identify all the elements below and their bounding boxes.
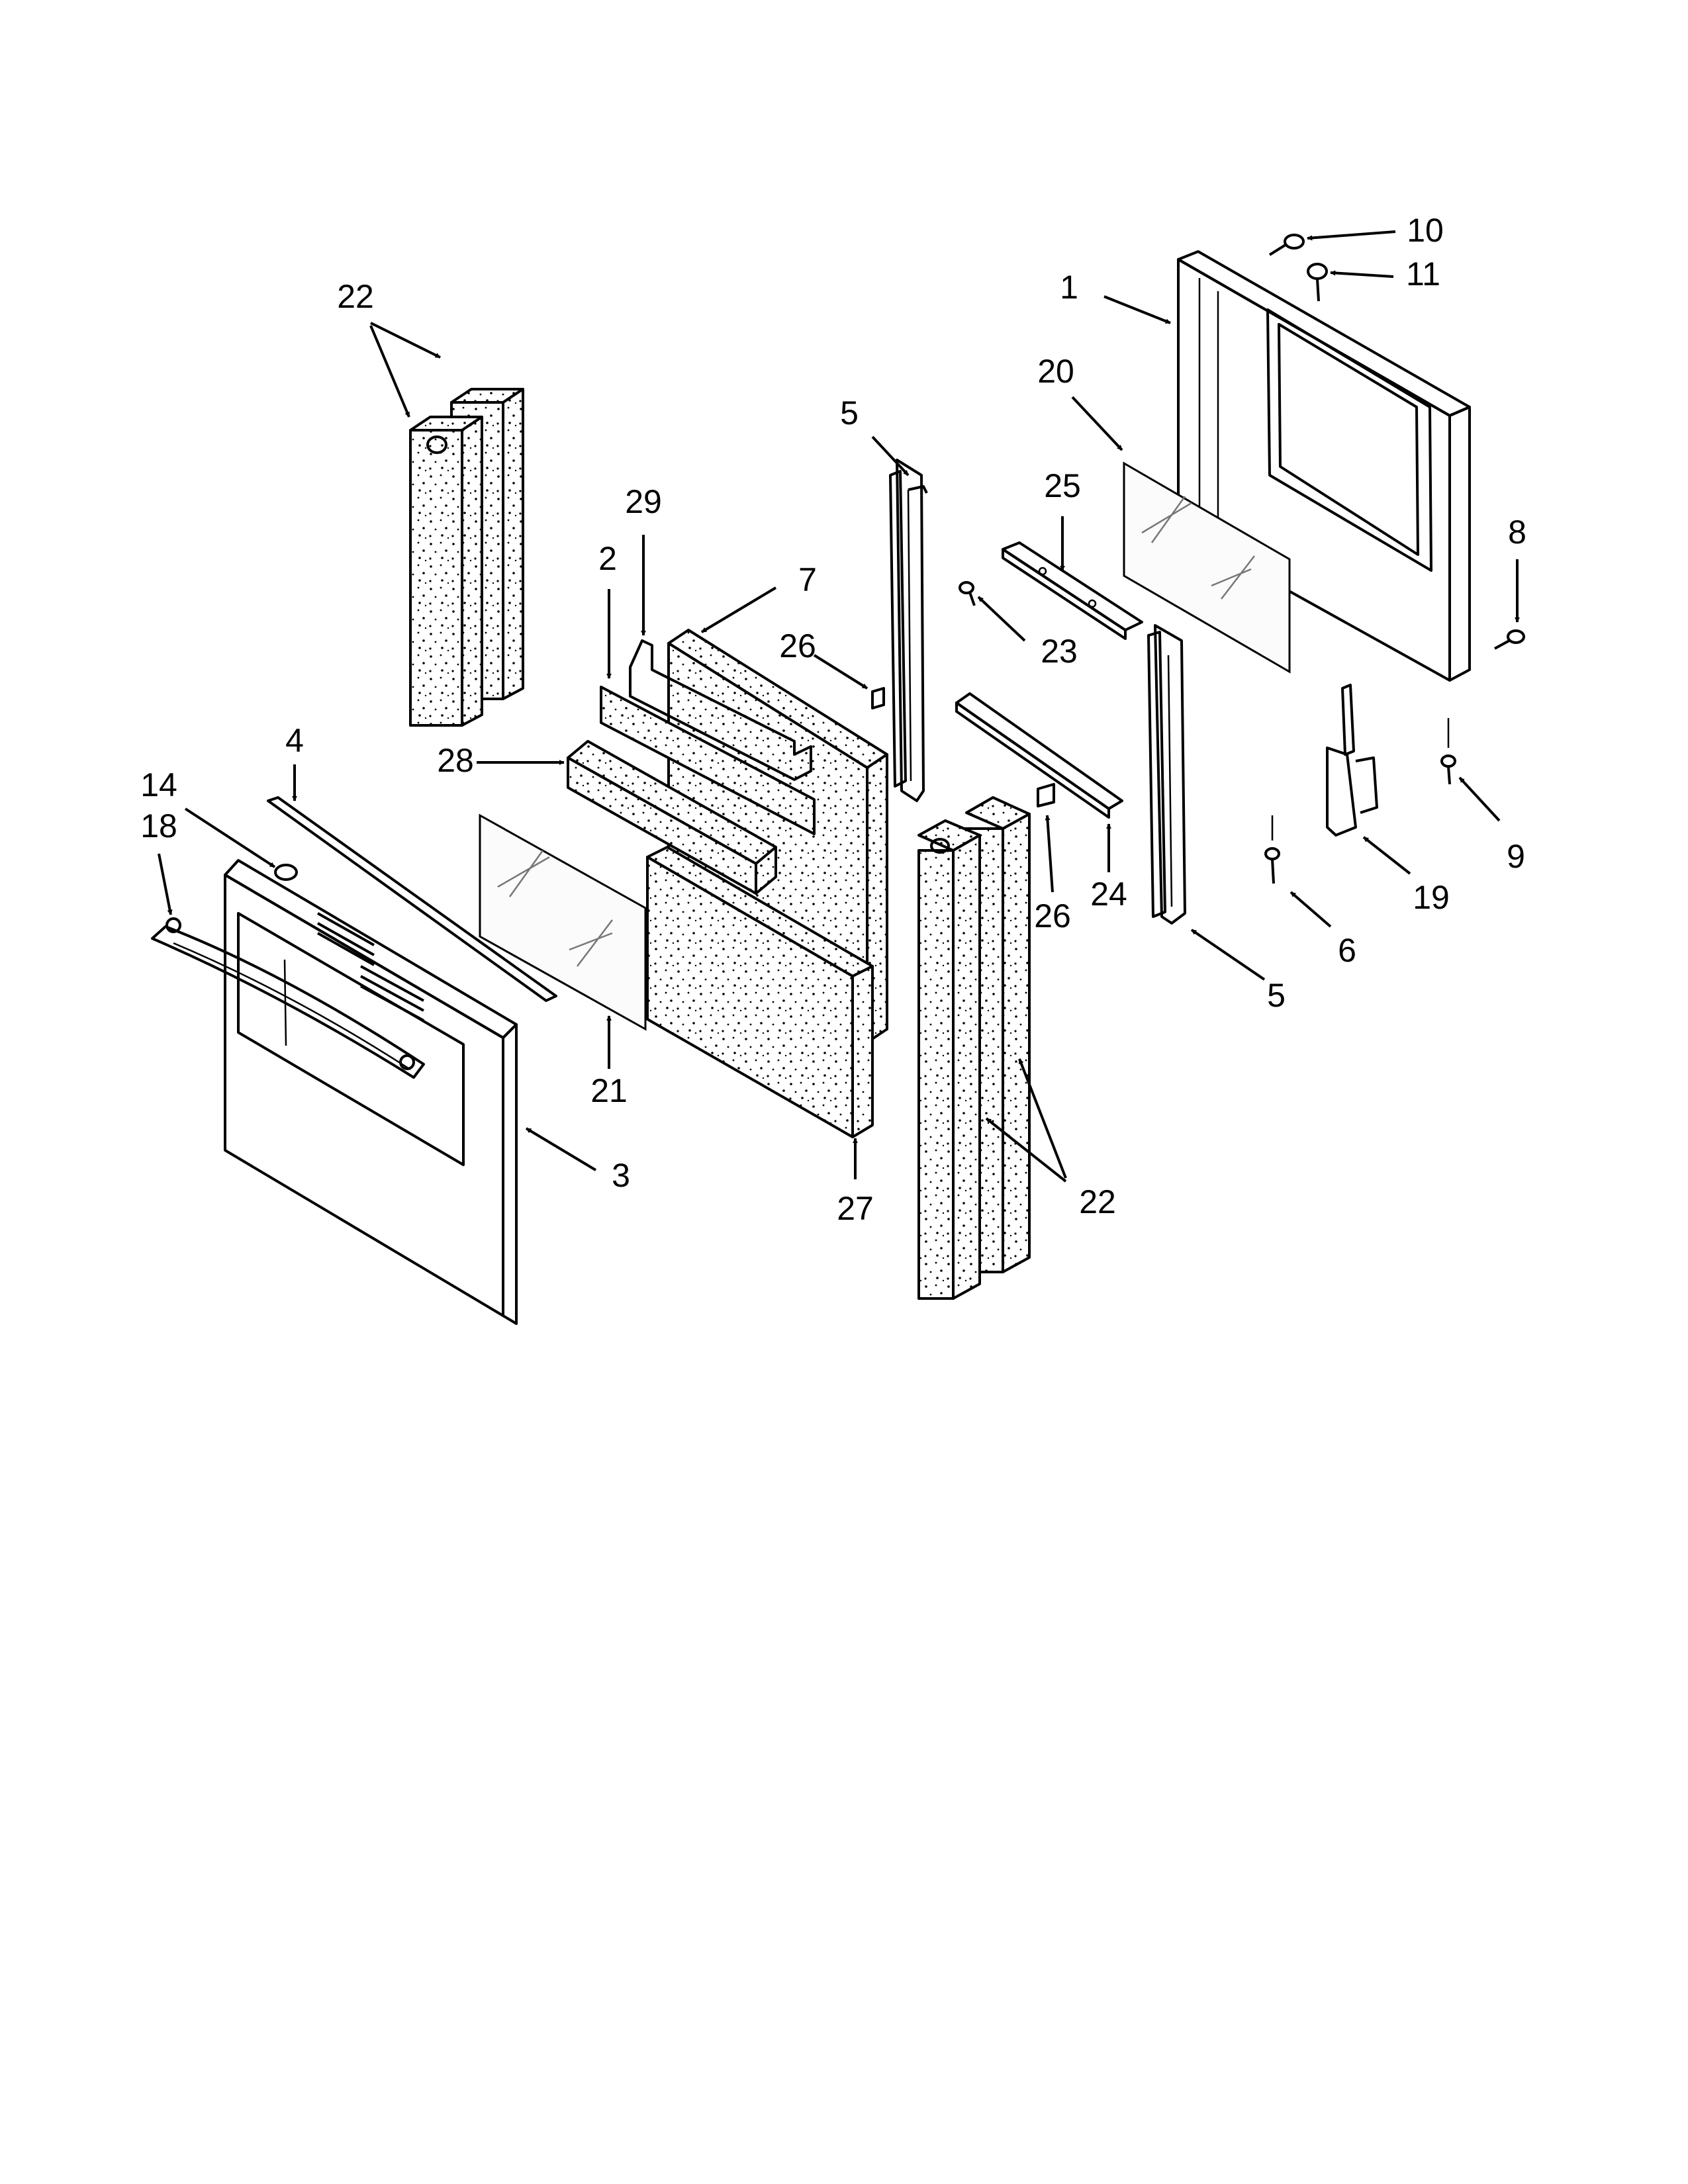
door-handle bbox=[151, 917, 425, 1079]
door-hinge bbox=[1326, 684, 1378, 837]
callout-20: 20 bbox=[1037, 353, 1074, 390]
callout-2: 2 bbox=[598, 540, 617, 577]
callout-labels: 1 2 3 4 5 5 6 7 8 9 10 11 14 18 19 20 21… bbox=[140, 212, 1526, 1227]
clip-26-lower bbox=[1037, 783, 1055, 807]
callout-22-lower: 22 bbox=[1079, 1183, 1116, 1220]
callout-26-upper: 26 bbox=[779, 627, 816, 664]
leader-arrows bbox=[158, 230, 1520, 1183]
inner-door-panel bbox=[1177, 250, 1471, 682]
callout-11: 11 bbox=[1406, 255, 1440, 293]
clip-26-upper bbox=[871, 687, 885, 709]
door-vent-slots bbox=[317, 912, 424, 1022]
callout-9: 9 bbox=[1507, 838, 1525, 875]
callout-10: 10 bbox=[1407, 212, 1444, 249]
strip-insulation bbox=[600, 686, 816, 835]
callout-6: 6 bbox=[1338, 932, 1356, 969]
callout-4: 4 bbox=[285, 722, 304, 759]
screw-9 bbox=[1440, 718, 1456, 785]
callout-14: 14 bbox=[140, 766, 177, 803]
screw-11 bbox=[1307, 263, 1328, 302]
callout-24: 24 bbox=[1090, 876, 1127, 913]
callout-22-upper: 22 bbox=[337, 278, 374, 315]
callout-23: 23 bbox=[1041, 633, 1078, 670]
channel-insulation bbox=[629, 639, 812, 781]
callout-18: 18 bbox=[140, 807, 177, 844]
insulation-block-pair-upper bbox=[409, 388, 524, 727]
callout-29: 29 bbox=[625, 483, 662, 520]
callout-7: 7 bbox=[798, 561, 817, 598]
door-channel-lower bbox=[1147, 624, 1186, 925]
insulation-block-pair-lower bbox=[917, 796, 1031, 1300]
screw-6 bbox=[1264, 815, 1280, 884]
door-panel-insulation bbox=[646, 846, 874, 1138]
vent-clip bbox=[274, 864, 298, 881]
foam-bar-insulation bbox=[567, 740, 777, 895]
screw-23 bbox=[959, 581, 976, 606]
outer-door bbox=[224, 859, 518, 1325]
callout-27: 27 bbox=[837, 1190, 874, 1227]
screw-10 bbox=[1268, 234, 1305, 256]
callout-1: 1 bbox=[1060, 269, 1078, 306]
screw-8 bbox=[1494, 629, 1525, 650]
callout-25: 25 bbox=[1044, 467, 1081, 504]
callout-5-lower: 5 bbox=[1267, 977, 1286, 1014]
callout-26-lower: 26 bbox=[1034, 897, 1071, 934]
inner-door-glass bbox=[1123, 461, 1291, 674]
callout-3: 3 bbox=[612, 1157, 630, 1194]
callout-19: 19 bbox=[1413, 879, 1450, 916]
door-channel-upper bbox=[889, 459, 928, 802]
callout-21: 21 bbox=[590, 1072, 628, 1109]
callout-8: 8 bbox=[1508, 514, 1526, 551]
callout-28: 28 bbox=[437, 742, 474, 779]
vent-duct bbox=[955, 692, 1123, 819]
hinge-bracket bbox=[1002, 541, 1143, 640]
callout-5-upper: 5 bbox=[840, 394, 859, 432]
door-trim-strip bbox=[267, 796, 557, 1002]
outer-door-glass bbox=[479, 813, 647, 1031]
